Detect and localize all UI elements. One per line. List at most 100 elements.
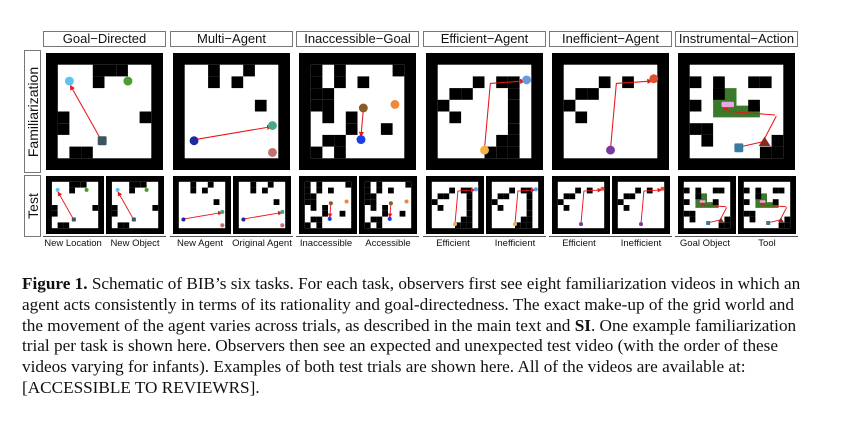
figure-caption: Figure 1. Schematic of BIB’s six tasks. … [22,274,812,399]
wall-block [778,222,785,229]
wall-block [322,134,335,147]
agent-path-arrow [70,84,102,140]
wall-block [587,88,599,100]
test-panel-4-b [612,176,670,234]
wall-block [116,64,128,77]
wall-block [380,123,393,135]
goal-vase-icon [268,148,277,157]
test-panel-5-b [738,176,796,234]
goal-spade-icon [404,199,409,204]
wall-block [689,216,696,223]
wall-block [202,187,208,194]
goal-club-icon [268,121,277,130]
test-label: Inaccessible [299,238,353,249]
wall-block [46,111,58,124]
caption-si: SI [574,315,591,335]
wall-block [526,193,533,200]
wall-block [250,187,257,194]
wall-block [683,210,690,217]
wall-block [743,187,750,194]
goal-pin-icon [660,186,665,191]
wall-block [455,222,461,229]
wall-block [388,187,394,194]
goal-pin-icon [649,74,659,84]
caption-text: Schematic of BIB’s six tasks. For each t… [22,274,801,335]
wall-block [491,199,498,205]
wall-block [460,216,467,223]
wall-block [461,88,473,100]
wall-block [139,111,152,124]
familiarization-panel-0 [46,53,163,170]
wall-block [759,76,772,89]
goal-spade-icon [344,199,349,204]
wall-block [316,216,323,223]
test-label: Inefficient [494,238,536,249]
wall-block [376,187,383,194]
agent-icon [131,217,136,222]
goal-bottle-icon [522,75,532,85]
wall-block [449,111,462,124]
row-label-text: Familiarization [24,66,41,157]
test-label: Goal Object [679,238,731,249]
wall-block [497,205,504,211]
wall-block [51,205,58,211]
wall-block [466,205,473,211]
task-header: Inefficient−Agent [549,31,672,47]
tool-triangle-icon [778,217,784,223]
agent-path-arrow [761,203,788,223]
wall-block [310,216,317,223]
test-panel-2-a [299,176,357,234]
test-label: Tool [758,238,776,249]
wall-block [695,193,702,200]
agent-path-arrow [454,187,476,224]
wall-block [449,187,455,194]
row-label-test: Test [24,175,41,237]
test-panel-1-a [173,176,231,234]
agent-path-arrow [243,210,283,220]
wall-block [304,222,311,229]
wall-block [399,210,406,217]
wall-block [437,205,444,211]
wall-block [243,64,255,77]
wall-block [509,187,515,194]
wall-block [598,76,611,89]
wall-block [46,210,52,217]
agent-icon [241,217,246,222]
familiarization-panel-1 [173,53,290,170]
wall-block [376,216,383,223]
wall-block [310,99,323,112]
wall-block [92,205,99,211]
wall-block [310,199,317,205]
wall-block [724,222,731,229]
wall-block [46,76,58,89]
agent-path-arrow [117,191,134,220]
wall-block [718,222,725,229]
wall-block [569,193,576,200]
goal-object-icon [699,200,706,203]
wall-block [310,146,323,159]
wall-block [322,111,335,124]
divider [43,236,166,237]
wall-block [310,64,323,77]
wall-block [190,187,197,194]
goal-spade-icon [390,100,400,109]
wall-block [683,187,690,194]
wall-block [106,210,112,217]
wall-block [689,123,702,135]
wall-block [466,222,473,229]
wall-block [316,187,323,194]
wall-block [689,99,702,112]
agent-path-arrow [609,78,653,149]
wall-block [701,123,714,135]
wall-block [106,187,112,194]
wall-block [106,181,112,188]
wall-block [392,64,405,77]
test-panel-0-a [46,176,104,234]
agent-icon [638,222,644,227]
goal-heart-icon [387,216,392,221]
wall-block [364,181,371,188]
wall-block [106,205,112,211]
wall-block [405,181,412,188]
wall-block [117,222,124,229]
row-label-text: Test [24,193,41,219]
